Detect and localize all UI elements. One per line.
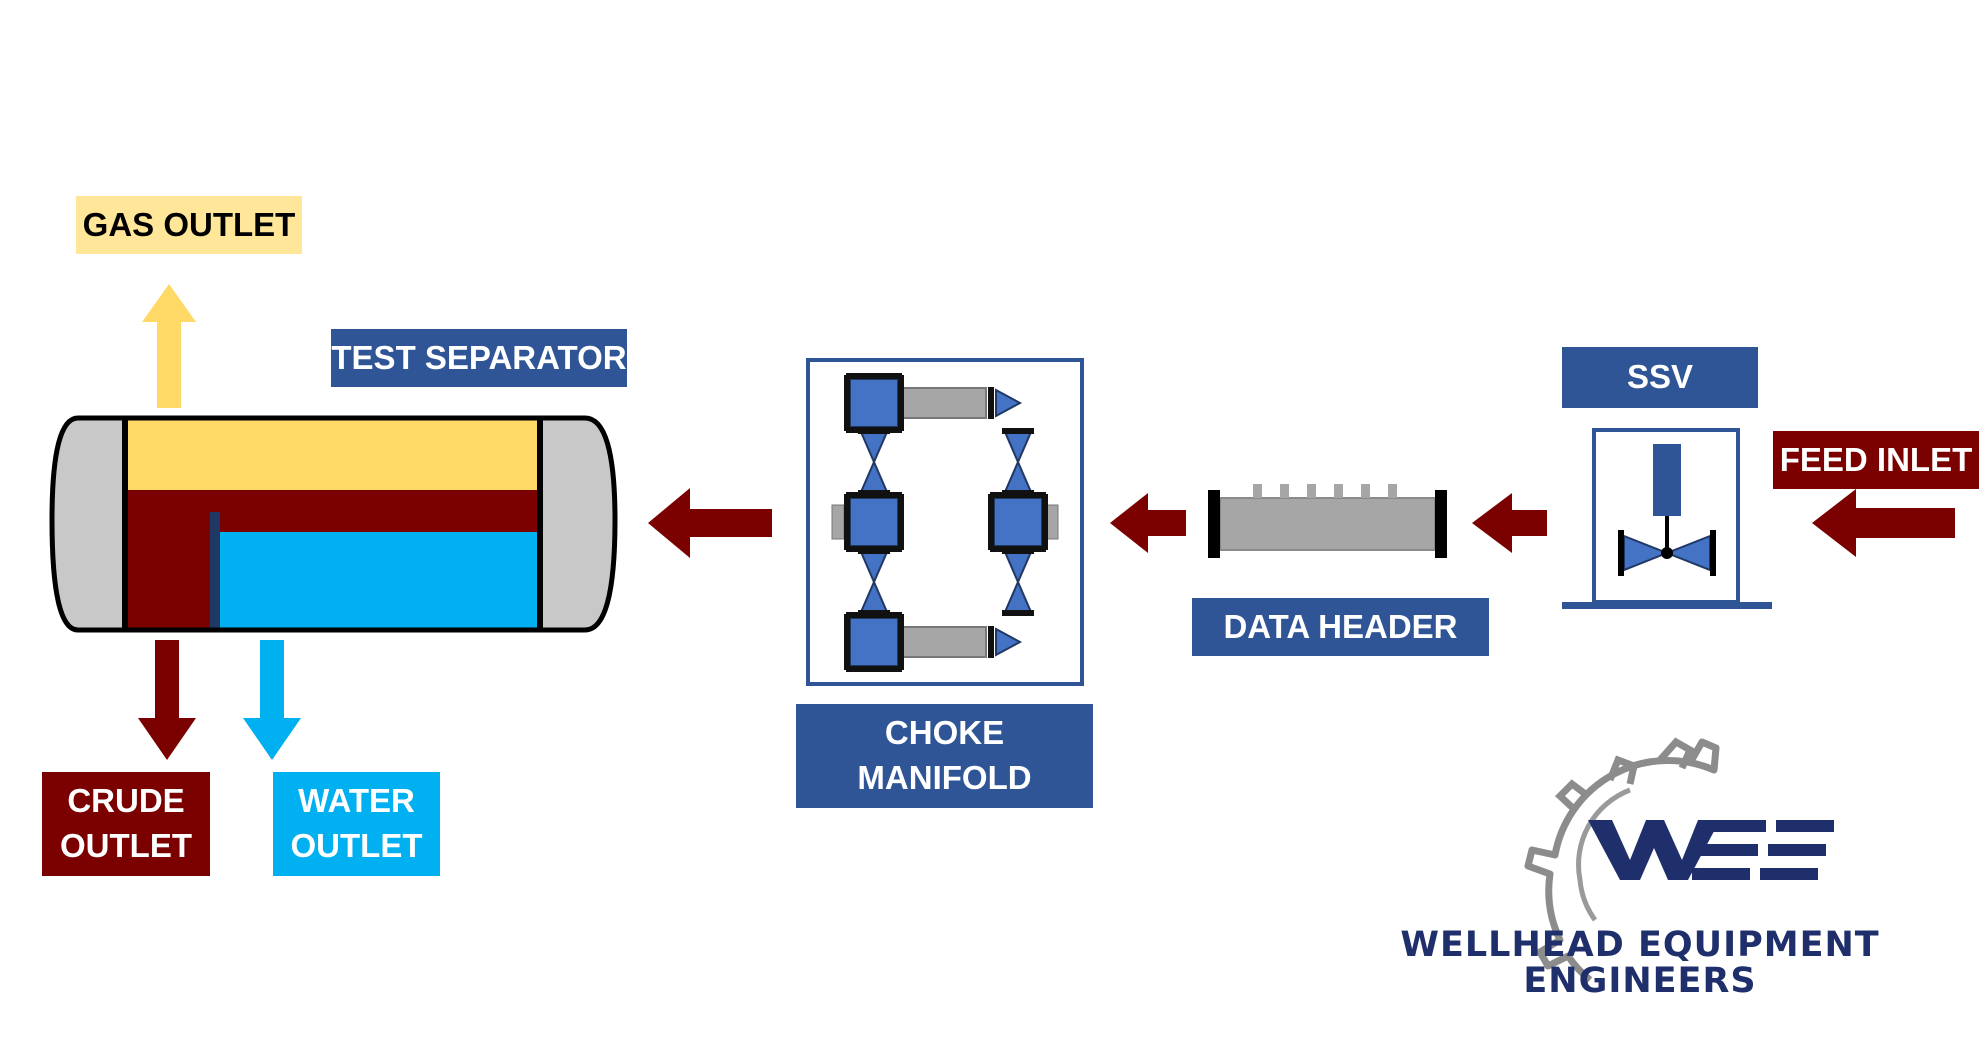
valve-icon — [995, 388, 1023, 418]
weir-plate — [210, 512, 220, 630]
company-logo — [1524, 737, 1834, 983]
ssv-label-text: SSV — [1626, 358, 1694, 396]
separator-left-cap — [49, 415, 128, 633]
water-outlet-label: WATER OUTLET — [273, 772, 440, 876]
data-header-assembly — [1208, 484, 1447, 558]
logo-name-line1: WELLHEAD EQUIPMENT — [1400, 925, 1880, 965]
data-header-label-text: DATA HEADER — [1223, 607, 1458, 645]
feed-inlet-label: FEED INLET — [1773, 431, 1979, 489]
ssv-label: SSV — [1562, 347, 1758, 408]
gear-icon — [1524, 738, 1720, 983]
choke-manifold-assembly — [806, 358, 1084, 686]
flow-arrow-icon — [1110, 493, 1186, 553]
choke-manifold-label-line1: CHOKE — [884, 714, 1005, 752]
pipe-icon — [1219, 497, 1436, 551]
choke-manifold-label: CHOKE MANIFOLD — [796, 704, 1093, 808]
tee-block-icon — [843, 611, 905, 673]
ssv-assembly — [1562, 428, 1772, 609]
tee-block-icon — [843, 372, 905, 434]
test-separator-vessel — [49, 415, 618, 633]
crude-outlet-label-line2: OUTLET — [60, 827, 192, 864]
crude-outlet-label-line1: CRUDE — [67, 782, 185, 820]
test-separator-label-text: TEST SEPARATOR — [331, 338, 627, 376]
choke-manifold-label-line2: MANIFOLD — [857, 759, 1032, 796]
crude-outlet-arrow-icon — [138, 640, 196, 760]
gas-layer — [125, 418, 540, 490]
pipe-icon — [899, 626, 987, 658]
separator-right-cap — [537, 415, 618, 633]
crude-outlet-label: CRUDE OUTLET — [42, 772, 210, 876]
tee-block-icon — [987, 491, 1049, 553]
gas-outlet-label: GAS OUTLET — [76, 196, 302, 254]
feed-inlet-label-text: FEED INLET — [1779, 440, 1973, 478]
test-separator-label: TEST SEPARATOR — [331, 329, 627, 387]
flow-arrow-icon — [648, 488, 772, 558]
data-header-label: DATA HEADER — [1192, 598, 1489, 656]
logo-mark — [1588, 820, 1720, 880]
water-outlet-arrow-icon — [243, 640, 301, 760]
ssv-actuator — [1653, 444, 1681, 516]
valve-icon — [995, 627, 1023, 657]
gas-outlet-label-text: GAS OUTLET — [82, 205, 296, 243]
water-layer — [218, 532, 540, 630]
flow-arrow-icon — [1472, 493, 1547, 553]
flow-arrow-icon — [1812, 489, 1955, 557]
logo-name-line2: ENGINEERS — [1523, 961, 1757, 1001]
water-outlet-label-line1: WATER — [298, 782, 415, 820]
pipe-icon — [899, 387, 987, 419]
water-outlet-label-line2: OUTLET — [290, 827, 423, 864]
tee-block-icon — [843, 491, 905, 553]
gas-outlet-arrow-icon — [142, 284, 196, 408]
